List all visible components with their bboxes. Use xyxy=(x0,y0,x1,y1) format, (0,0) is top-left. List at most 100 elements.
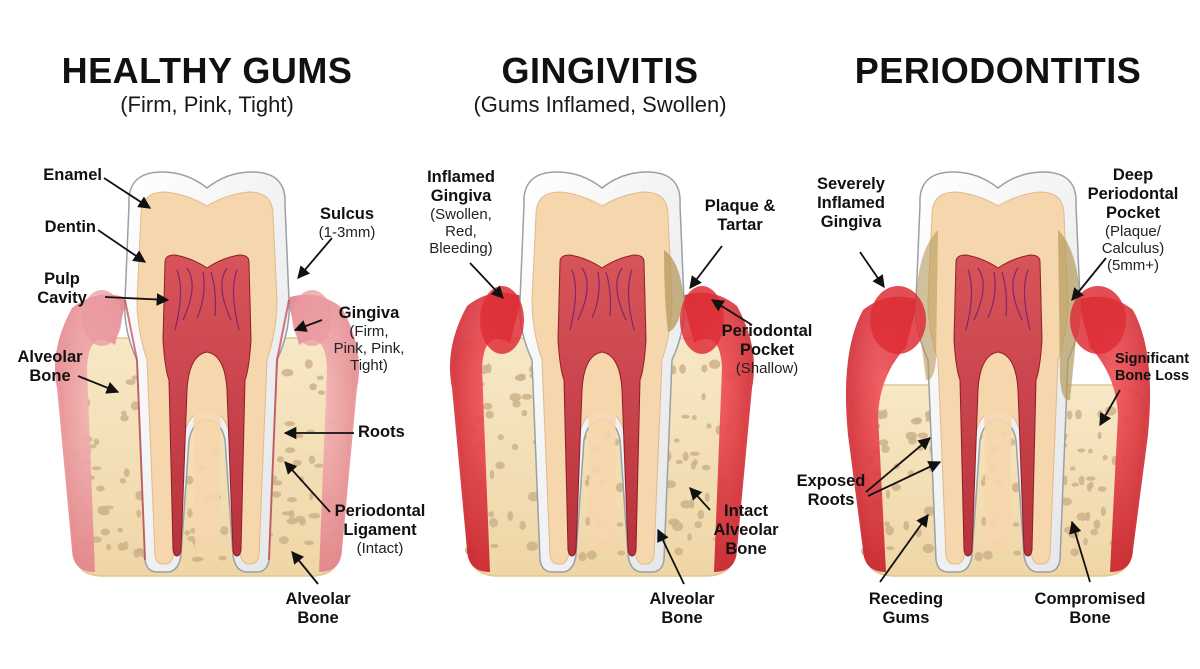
label-pdl-note: (Intact) xyxy=(356,539,404,557)
gum-right xyxy=(682,292,755,572)
gum-right xyxy=(1078,296,1151,572)
periodontal-ligament-right xyxy=(268,299,290,561)
tooth-healthy xyxy=(54,171,360,577)
nerve xyxy=(182,267,193,321)
bone-pore xyxy=(117,542,126,551)
leader-arrow xyxy=(859,251,885,289)
bone-pore xyxy=(304,359,313,369)
bone-pore xyxy=(316,375,324,381)
nerve xyxy=(1023,269,1031,331)
bone-pore xyxy=(697,509,705,520)
bone-pore xyxy=(1076,512,1088,521)
gum-left xyxy=(54,294,127,572)
bone-pore xyxy=(694,521,702,529)
leader-arrow xyxy=(104,293,170,306)
tooth-pulp xyxy=(557,254,647,557)
nerve xyxy=(591,271,600,319)
leader-arrow xyxy=(1071,257,1107,301)
label-exposed-roots: Exposed Roots xyxy=(797,472,866,510)
label-deep-line2: Periodontal xyxy=(1087,184,1179,203)
bone-pore xyxy=(117,527,123,533)
nerve xyxy=(221,267,232,321)
bone-pore xyxy=(272,480,283,486)
bone-pore xyxy=(886,546,895,551)
bone-pore xyxy=(881,445,890,454)
bone-pore xyxy=(885,525,894,536)
label-pdl-line1: Periodontal xyxy=(334,502,426,520)
nerve xyxy=(605,271,612,317)
label-sulcus: Sulcus (1-3mm) xyxy=(319,205,376,241)
tooth-pulp xyxy=(953,254,1043,557)
tartar-deposit-left xyxy=(916,230,938,381)
label-exposed-line2: Roots xyxy=(807,490,855,509)
nerve xyxy=(627,269,635,331)
bone-pore xyxy=(286,497,297,503)
bone-pore xyxy=(616,522,624,527)
label-deep-periodontal-pocket: Deep Periodontal Pocket (Plaque/ Calculu… xyxy=(1088,166,1179,275)
bone-pore xyxy=(1087,448,1093,454)
periodontitis-title: PERIODONTITIS xyxy=(854,50,1142,91)
label-enamel: Enamel xyxy=(43,166,102,184)
healthy-title: HEALTHY GUMS xyxy=(61,50,353,91)
bone-pore xyxy=(131,401,140,411)
bone-pore xyxy=(271,491,282,498)
bone-pore xyxy=(1060,497,1072,506)
label-gingiva-note3: Tight) xyxy=(350,357,388,375)
bone-pore xyxy=(304,540,314,546)
bone-pore xyxy=(701,392,706,401)
bone-pore xyxy=(1070,466,1076,471)
nerve xyxy=(1001,271,1008,317)
bone-pore xyxy=(1011,482,1021,493)
bone-pore xyxy=(133,548,141,558)
bone-pore xyxy=(701,364,708,373)
bone-pore xyxy=(1071,482,1079,487)
gum-swelling-right xyxy=(1070,286,1126,354)
bone-pore xyxy=(517,373,526,380)
bone-pore xyxy=(286,517,298,525)
leader-arrow xyxy=(657,528,685,585)
bone-pore xyxy=(884,521,890,528)
pulp-nerves xyxy=(965,267,1031,331)
bone-pore xyxy=(974,552,983,562)
bone-pore xyxy=(281,368,294,377)
bone-pore xyxy=(1097,486,1107,492)
bone-pore xyxy=(488,511,494,518)
bone-pore xyxy=(1097,410,1104,419)
label-pulp-cavity: Pulp Cavity xyxy=(37,270,87,308)
gum-right xyxy=(287,294,360,572)
label-plaque-line1: Plaque & xyxy=(704,197,776,215)
label-roots: Roots xyxy=(358,423,405,441)
label-inflamed-line2: Gingiva xyxy=(430,186,492,205)
bone-pore xyxy=(218,555,227,561)
label-receding-line2: Gums xyxy=(882,608,930,627)
gum-swelling-right xyxy=(680,286,724,354)
bone-pore xyxy=(982,550,993,560)
label-severe-line3: Gingiva xyxy=(820,212,882,231)
bone-pore xyxy=(679,364,686,374)
bone-pore xyxy=(489,517,498,528)
leader-arrow xyxy=(867,461,942,497)
bone-pore xyxy=(1088,481,1094,489)
bone-pore xyxy=(981,516,987,526)
bone-pore xyxy=(187,536,196,542)
nerve xyxy=(196,271,205,319)
bone-pore xyxy=(913,417,922,423)
leader-arrow xyxy=(284,461,331,513)
label-deep-line1: Deep xyxy=(1112,166,1154,184)
label-sig-line2: Bone Loss xyxy=(1114,367,1190,384)
tartar-deposit-right xyxy=(1058,230,1080,401)
bone-pore xyxy=(511,443,519,451)
bone-pore xyxy=(1100,506,1106,517)
label-gingiva-title: Gingiva xyxy=(338,304,400,322)
bone-pore xyxy=(668,518,680,526)
leader-arrow xyxy=(291,551,319,585)
bone-pore xyxy=(1085,476,1096,481)
leader-arrow xyxy=(293,319,323,332)
leader-arrow xyxy=(689,245,723,290)
bone-pore xyxy=(482,402,493,410)
bone-pore xyxy=(706,423,712,429)
bone-pore xyxy=(617,550,626,556)
bone-pore xyxy=(924,506,936,516)
